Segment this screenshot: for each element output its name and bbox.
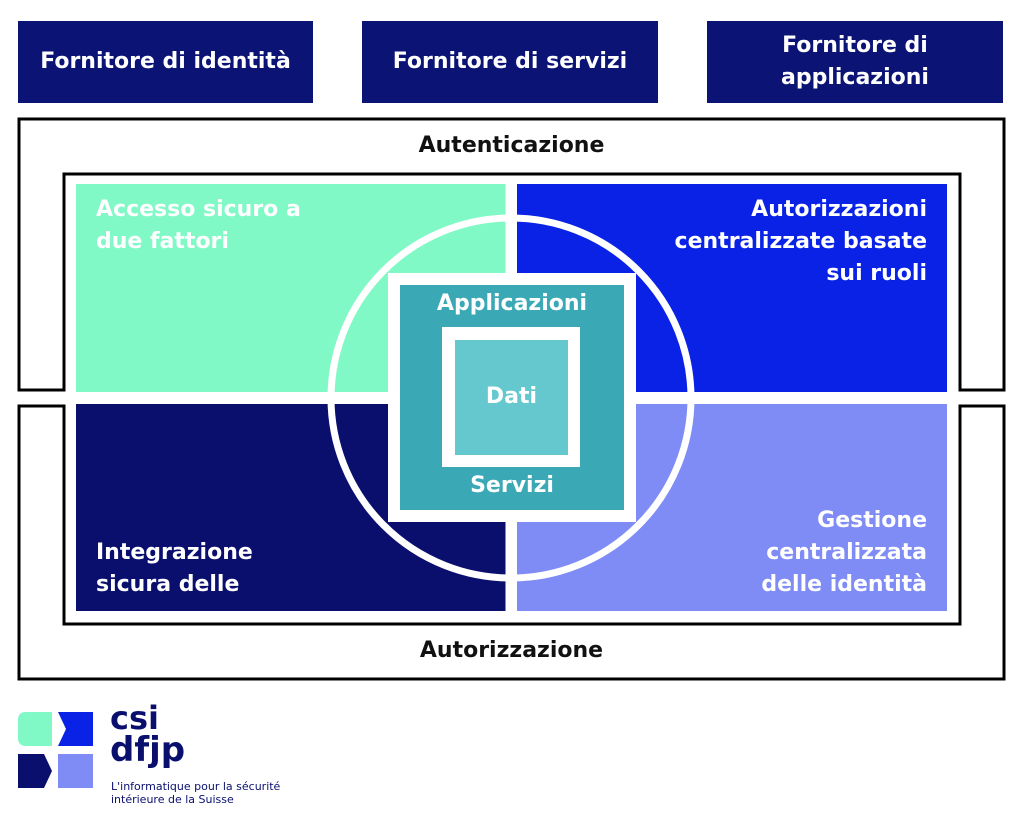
logo-line1: csi bbox=[110, 699, 159, 737]
quadrant-label: Autorizzazioni centralizzate basate sui … bbox=[674, 197, 927, 286]
provider-label: Fornitore di applicazioni bbox=[781, 33, 929, 90]
authentication-frame bbox=[17, 117, 1006, 392]
tagline-line1: L'informatique pour la sécurité bbox=[111, 780, 281, 793]
quadrant-label: Accesso sicuro a due fattori bbox=[96, 197, 301, 254]
authentication-label: Autenticazione bbox=[418, 133, 605, 158]
data-label: Dati bbox=[485, 384, 538, 409]
authorization-label: Autorizzazione bbox=[419, 638, 604, 663]
quadrant-label: Gestione centralizzata delle identità bbox=[761, 508, 927, 597]
provider-label: Fornitore di servizi bbox=[392, 49, 628, 74]
provider-identity: Fornitore di identità bbox=[18, 21, 313, 103]
provider-services: Fornitore di servizi bbox=[362, 21, 658, 103]
data-square bbox=[455, 340, 568, 455]
provider-label: Fornitore di identità bbox=[40, 49, 291, 74]
quadrant-label: Integrazione sicura delle bbox=[96, 540, 253, 597]
tagline-line2: intérieure de la Suisse bbox=[111, 793, 234, 806]
logo-mark-icon bbox=[18, 712, 93, 788]
csi-dfjp-logo: csi dfjp L'informatique pour la sécurité… bbox=[16, 702, 296, 810]
ring bbox=[327, 214, 695, 582]
authorization-frame bbox=[17, 404, 1006, 681]
logo-line2: dfjp bbox=[110, 730, 186, 770]
services-label: Servizi bbox=[470, 473, 554, 498]
applications-label: Applicazioni bbox=[436, 291, 588, 316]
provider-applications: Fornitore di applicazioni bbox=[707, 21, 1003, 103]
